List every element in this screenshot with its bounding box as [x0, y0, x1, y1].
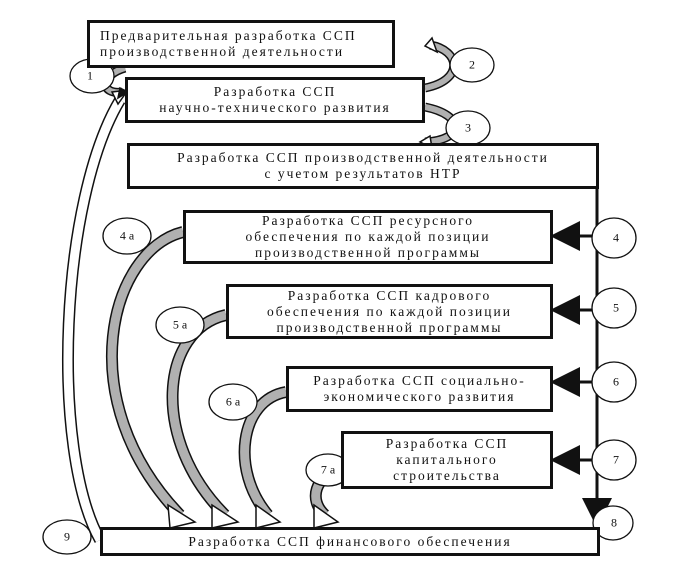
box-text: производственной деятельности — [100, 44, 345, 59]
label-9: 9 — [64, 529, 70, 544]
label-7: 7 — [613, 452, 619, 467]
node-circle-6 — [591, 361, 637, 403]
label-1: 1 — [87, 68, 93, 83]
node-circle-2 — [449, 47, 495, 83]
box-text: Разработка ССП социально- — [313, 373, 526, 388]
node-circle-7 — [591, 439, 637, 481]
box-text: научно-технического развития — [159, 100, 391, 115]
label-6: 6 — [613, 374, 619, 389]
box-text: обеспечения по каждой позиции — [267, 303, 512, 319]
box-text: Разработка ССП кадрового — [287, 287, 492, 303]
box-text: производственной программы — [255, 245, 481, 260]
label-7a: 7 а — [320, 462, 336, 477]
box-text: Разработка ССП — [385, 436, 509, 451]
box-text: Разработка ССП производственной деятельн… — [177, 150, 549, 165]
box-production-ntr: Разработка ССП производственной деятельн… — [127, 143, 599, 189]
box-preliminary: Предварительная разработка ССП производс… — [87, 20, 395, 68]
label-5a: 5 а — [172, 317, 188, 332]
node-circle-4a — [102, 217, 152, 255]
box-personnel: Разработка ССП кадрового обеспечения по … — [226, 284, 553, 339]
node-circle-6a — [208, 383, 258, 421]
box-text: Разработка ССП ресурсного — [261, 213, 475, 228]
box-text: Разработка ССП — [213, 84, 337, 99]
box-text: с учетом результатов НТР — [264, 166, 462, 181]
box-scientific-technical: Разработка ССП научно-технического разви… — [125, 77, 425, 123]
label-6a: 6 а — [225, 394, 241, 409]
box-text: строительства — [393, 468, 501, 483]
label-8: 8 — [611, 515, 617, 530]
curve-6a — [238, 386, 288, 519]
curve-9 — [62, 96, 126, 543]
label-3: 3 — [465, 120, 471, 135]
label-4: 4 — [613, 230, 619, 245]
node-circle-9 — [42, 519, 92, 555]
box-capital-construction: Разработка ССП капитального строительств… — [341, 431, 553, 489]
box-text: капитального — [396, 452, 498, 467]
node-circle-4 — [591, 217, 637, 259]
label-2: 2 — [469, 57, 475, 72]
box-text: обеспечения по каждой позиции — [245, 229, 491, 244]
box-text: Предварительная разработка ССП — [100, 28, 357, 43]
label-4a: 4 а — [119, 228, 135, 243]
node-circle-8 — [592, 505, 634, 541]
curve-4a — [105, 226, 185, 520]
box-social-economic: Разработка ССП социально- экономического… — [286, 366, 553, 412]
box-text: Разработка ССП финансового обеспечения — [188, 533, 512, 549]
box-text: экономического развития — [323, 389, 516, 404]
box-resources: Разработка ССП ресурсного обеспечения по… — [183, 210, 553, 264]
node-circle-5a — [155, 306, 205, 344]
node-circle-5 — [591, 287, 637, 329]
box-financial: Разработка ССП финансового обеспечения — [100, 527, 600, 556]
box-text: производственной программы — [276, 319, 503, 335]
label-5: 5 — [613, 300, 619, 315]
